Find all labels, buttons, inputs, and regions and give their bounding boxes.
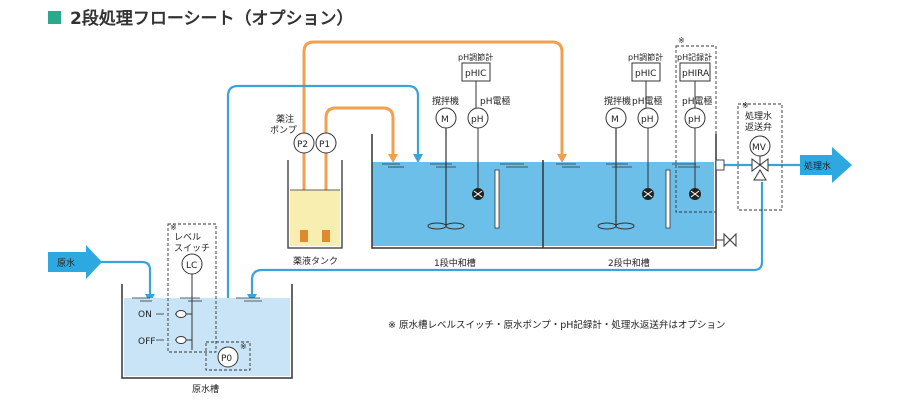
- mixer1-m-label: M: [441, 115, 449, 125]
- level-switch-asterisk: ※: [170, 223, 177, 232]
- page-title: 2段処理フローシート（オプション）: [70, 8, 354, 29]
- lc-label: LC: [186, 261, 197, 271]
- ph-recorder-label: pH記録計: [677, 52, 712, 62]
- chemical-dosing-lines: [302, 40, 564, 234]
- baffle2: [665, 169, 671, 229]
- ph-recorder-asterisk: ※: [678, 36, 685, 45]
- raw-tank-wall: [121, 284, 293, 379]
- drain-valve: [723, 232, 737, 248]
- p1-suction-tip: [322, 230, 330, 242]
- mixer2-label: 撹拌機: [604, 95, 631, 107]
- p1-label: P1: [319, 140, 330, 150]
- ph1-electrode-mark: [473, 190, 483, 198]
- p0-asterisk: ※: [240, 342, 247, 351]
- level-ticks: [156, 313, 164, 341]
- chemical-tank-label: 薬液タンク: [293, 255, 338, 267]
- ph2-electrode-mark: [643, 190, 653, 198]
- treated-water-arrow: [800, 147, 852, 183]
- ph1-label: pH: [471, 115, 483, 125]
- outlet-flange: [715, 159, 725, 171]
- ph-recorder-option-box: [675, 45, 717, 213]
- level-on-label: ON: [138, 310, 152, 320]
- chemical-liquid: [290, 190, 340, 246]
- baffle1: [494, 169, 500, 229]
- raw-water-label: 原水: [57, 257, 75, 269]
- p0-pump: [217, 346, 239, 368]
- stage1-label: 1段中和槽: [434, 257, 476, 269]
- level-switch-option-box: [167, 223, 217, 353]
- mv-label: MV: [752, 143, 767, 153]
- p2-suction-tip: [300, 230, 308, 242]
- chemical-tank-wall: [287, 160, 343, 249]
- mixer2-m-label: M: [611, 115, 619, 125]
- level-switch-label-line2: スイッチ: [174, 243, 210, 254]
- raw-water-arrow: [48, 245, 102, 279]
- raw-tank-label: 原水槽: [192, 383, 219, 395]
- ph3-electrode-mark: [690, 190, 700, 198]
- option-footnote: ※ 原水槽レベルスイッチ・原水ポンプ・pH記録計・処理水返送弁はオプション: [388, 319, 725, 331]
- feed-arrow-stage1: [413, 154, 423, 163]
- dosing-pump-label-line1: 薬注: [276, 113, 294, 125]
- level-floats: [175, 310, 192, 344]
- p0-option-box: [205, 341, 251, 371]
- dosing-pump-label-line2: ポンプ: [270, 125, 297, 136]
- mixer1-impeller: [427, 222, 465, 230]
- mixer2-impeller: [597, 222, 635, 230]
- stage2-label: 2段中和槽: [608, 257, 650, 269]
- phira-label: pHIRA: [682, 69, 710, 79]
- ph-electrode3-label: pH電極: [682, 95, 712, 107]
- ph-electrode2-label: pH電極: [632, 95, 662, 107]
- dose-arrow-stage1: [388, 154, 398, 163]
- ph2-label: pH: [641, 115, 653, 125]
- three-way-valve-port: [753, 169, 767, 181]
- raw-tank-water: [124, 298, 290, 376]
- return-valve-label-line1: 処理水: [745, 110, 772, 122]
- three-way-valve: [751, 158, 769, 172]
- p2-label: P2: [297, 140, 308, 150]
- neutralization-surface-marks: [382, 163, 700, 168]
- return-valve-label-line2: 返送弁: [745, 121, 772, 133]
- level-off-label: OFF: [138, 337, 155, 347]
- p0-label: P0: [221, 354, 232, 364]
- ph-controller2-label: pH調節計: [628, 52, 663, 62]
- ph3-label: pH: [688, 115, 700, 125]
- ph-electrode1-label: pH電極: [480, 95, 510, 107]
- p1-pump: [315, 132, 337, 154]
- dose-arrow-stage2: [557, 154, 567, 163]
- raw-tank-surface-marks: [132, 297, 262, 302]
- p2-pump: [293, 132, 315, 154]
- phic2-label: pHIC: [635, 69, 656, 79]
- title-marker: [48, 11, 61, 24]
- return-valve-asterisk: ※: [742, 101, 749, 110]
- return-valve-option-box: [737, 103, 783, 211]
- ph-controller1-label: pH調節計: [458, 52, 493, 62]
- phic1-label: pHIC: [465, 69, 486, 79]
- level-switch-label-line1: レベル: [174, 233, 201, 243]
- treated-water-label: 処理水: [804, 160, 831, 172]
- mixer1-label: 撹拌機: [432, 95, 459, 107]
